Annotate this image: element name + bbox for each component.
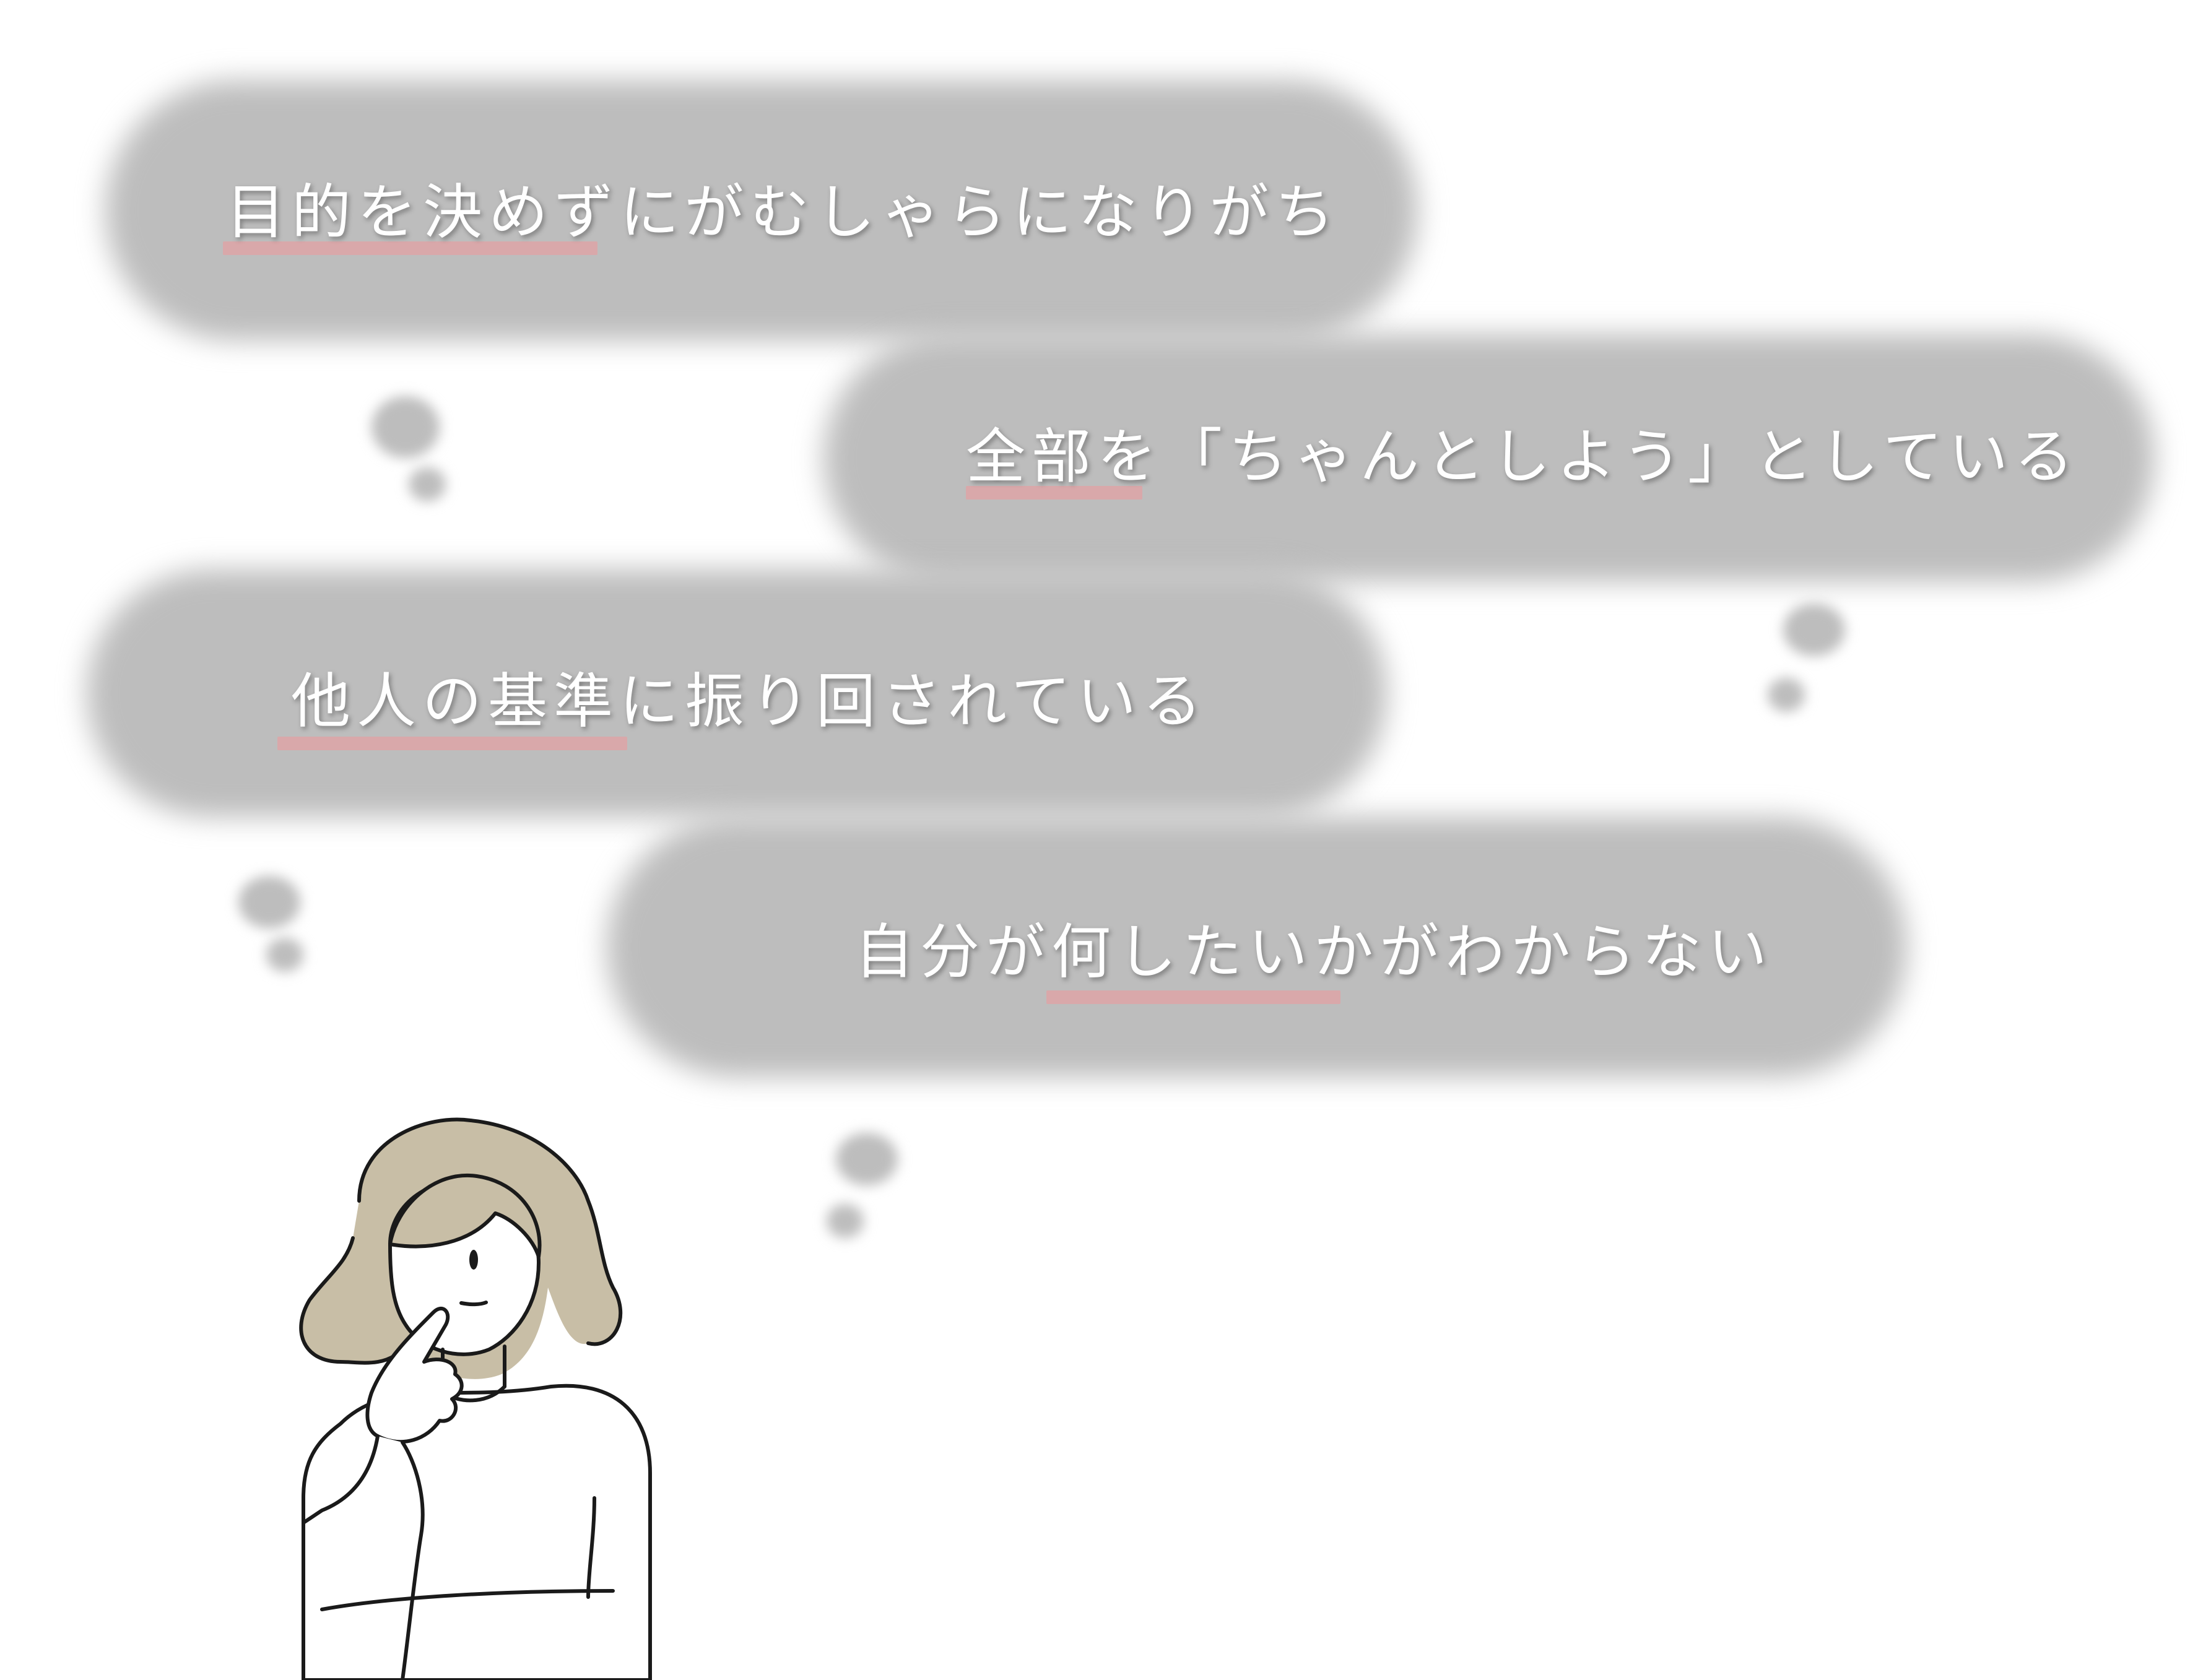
thought-dot-4b <box>827 1204 864 1238</box>
highlight-3 <box>277 737 627 750</box>
thought-text-2: 全部を「ちゃんとしよう」としている <box>966 422 2080 491</box>
highlight-4 <box>1046 990 1340 1004</box>
highlight-1 <box>223 241 597 255</box>
highlight-2 <box>966 486 1142 500</box>
mouth <box>459 1301 488 1307</box>
thought-text-3: 他人の基準に振り回されている <box>291 667 1209 736</box>
thought-dot-1a <box>371 396 440 458</box>
thought-text-1: 目的を決めずにがむしゃらになりがち <box>226 178 1341 247</box>
thought-dot-2a <box>1783 604 1845 656</box>
thought-dot-1b <box>409 467 446 501</box>
thought-bubble-2 <box>823 334 2155 582</box>
thought-dot-3b <box>266 938 303 972</box>
thought-bubble-1 <box>105 80 1418 340</box>
thought-bubble-4 <box>607 817 1907 1077</box>
thought-dot-2b <box>1768 678 1805 712</box>
thinking-woman-icon <box>299 1117 652 1680</box>
thought-dot-3a <box>238 876 300 929</box>
eye <box>469 1250 478 1270</box>
thought-text-4: 自分が何したいかがわからない <box>854 917 1773 987</box>
thought-dot-4a <box>836 1133 898 1185</box>
thought-bubble-3 <box>87 569 1387 817</box>
